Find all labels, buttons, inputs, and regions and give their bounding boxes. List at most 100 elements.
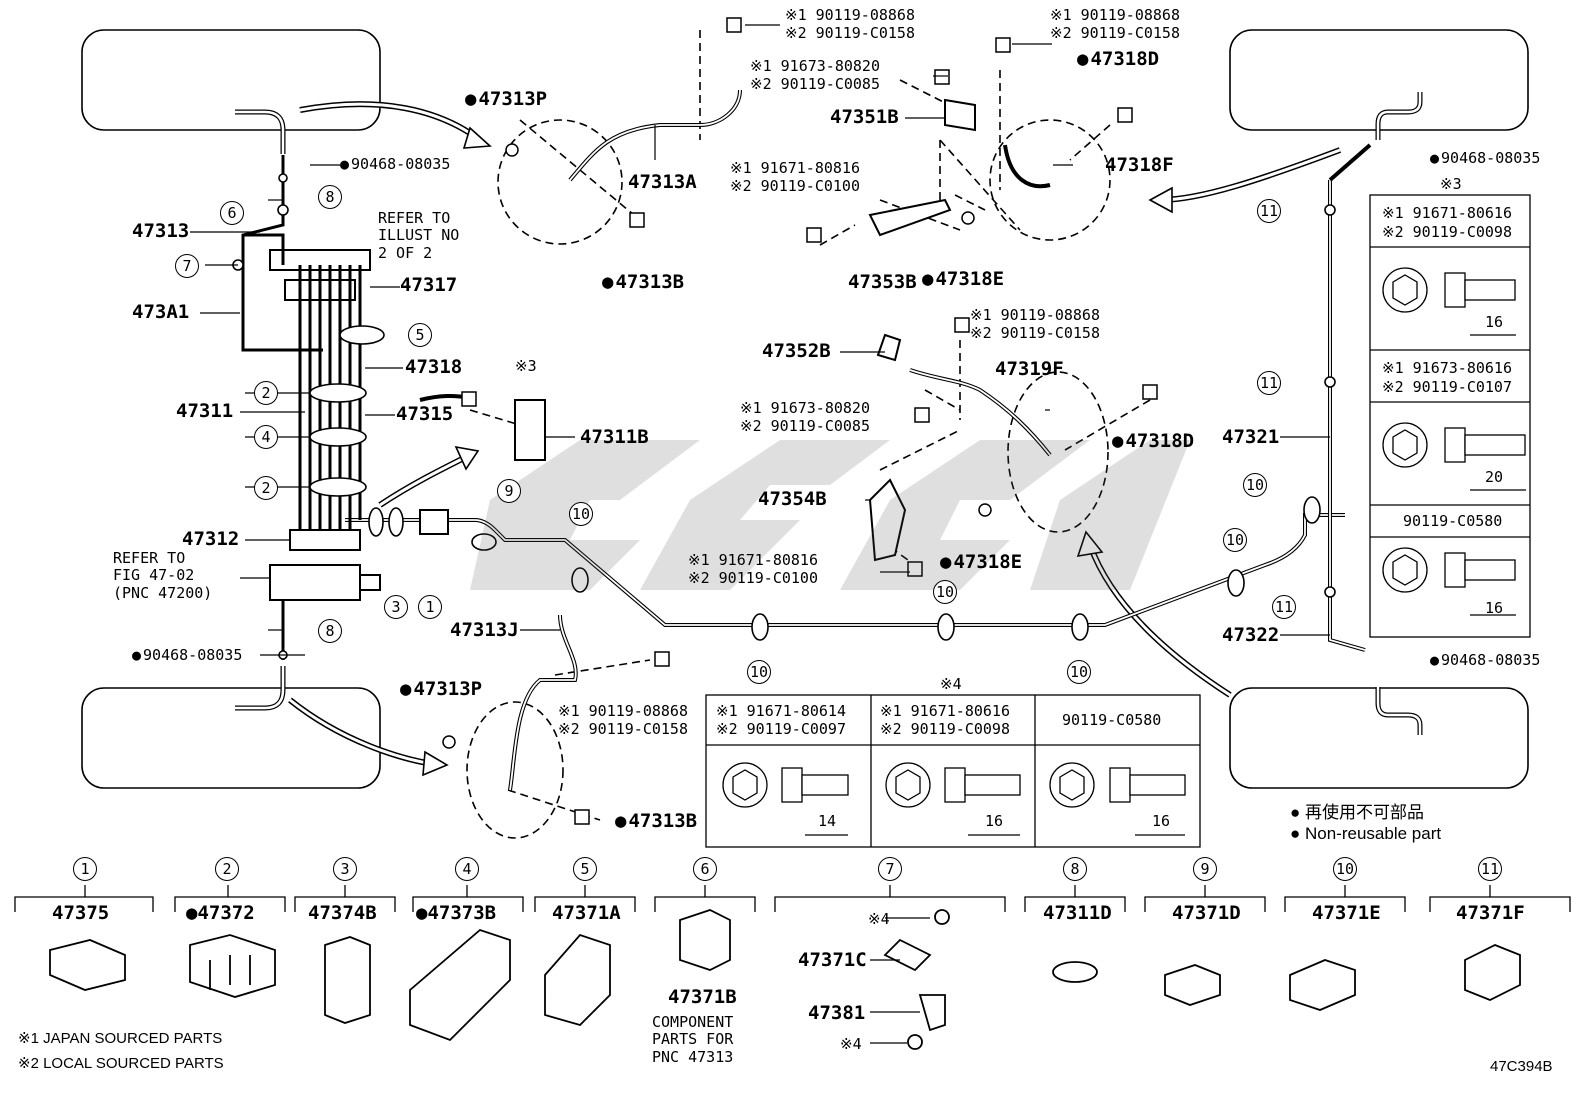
clip-part-7b: 47381: [808, 1002, 866, 1024]
bolt-d2: ※2 90119-C0158: [1050, 24, 1180, 42]
label-47352B: 47352B: [762, 340, 831, 362]
legend-non-reusable-ja: ● 再使用不可部品: [1290, 803, 1424, 822]
callout-1: 1: [418, 595, 442, 619]
clip-part-5: 47371A: [552, 902, 621, 924]
label-47313B-bot: 47313B: [615, 812, 697, 831]
clip-num-7: 7: [878, 857, 902, 881]
table4-col3-len: 16: [1152, 812, 1171, 830]
callout-4: 4: [254, 425, 278, 449]
bolt-b2: ※2 90119-C0085: [750, 75, 880, 93]
clip-part-11: 47371F: [1456, 902, 1525, 924]
clip-num-10: 10: [1333, 857, 1357, 881]
clip-num-11: 11: [1478, 857, 1502, 881]
label-47318F: 47318F: [1105, 154, 1174, 176]
clip-part-10: 47371E: [1312, 902, 1381, 924]
clip-part-7a: 47371C: [798, 949, 867, 971]
label-47318: 47318: [405, 356, 463, 378]
table4-frame: [705, 694, 1201, 848]
table3-row1-len: 16: [1485, 313, 1504, 331]
callout-10-a: 10: [569, 502, 593, 526]
table4-col2-l2: ※2 90119-C0098: [880, 720, 1010, 738]
label-47311B: 47311B: [580, 426, 649, 448]
label-47318E-top: 47318E: [922, 270, 1004, 289]
clip-part-4: ●47373B: [416, 902, 497, 924]
clip-part-1: 47375: [52, 902, 110, 924]
callout-10-b: 10: [933, 580, 957, 604]
table3-row2-l1: ※1 91673-80616: [1382, 359, 1512, 377]
label-47354B: 47354B: [758, 488, 827, 510]
callout-8-top: 8: [318, 185, 342, 209]
label-47313: 47313: [132, 220, 190, 242]
clip-num-2: 2: [215, 857, 239, 881]
clip7-mark-bot: ※4: [840, 1035, 862, 1053]
bolt-h1: ※1 90119-08868: [558, 702, 688, 720]
table4-col1-len: 14: [818, 812, 837, 830]
mark3-callout: ※3: [515, 357, 537, 375]
label-47322: 47322: [1222, 624, 1280, 646]
table3-row2-len: 20: [1485, 468, 1504, 486]
callout-8-bot: 8: [318, 619, 342, 643]
clip-num-3: 3: [333, 857, 357, 881]
bolt-f1: ※1 91673-80820: [740, 399, 870, 417]
table3-title: ※3: [1440, 175, 1462, 193]
table3-row3-l1: 90119-C0580: [1403, 512, 1503, 530]
diagram-id: 47C394B: [1490, 1058, 1553, 1075]
label-47313A: 47313A: [628, 171, 697, 193]
clip-num-9: 9: [1193, 857, 1217, 881]
table3-row2-l2: ※2 90119-C0107: [1382, 378, 1512, 396]
clip7-mark-top: ※4: [868, 910, 890, 928]
table4-col2-len: 16: [985, 812, 1004, 830]
callout-10-e: 10: [1223, 528, 1247, 552]
clip-num-4: 4: [455, 857, 479, 881]
clip-part-9: 47371D: [1172, 902, 1241, 924]
callout-11-c: 11: [1272, 595, 1296, 619]
clip-top-right: 90468-08035: [1430, 149, 1540, 167]
label-47319F: 47319F: [995, 358, 1064, 380]
bolt-g2: ※2 90119-C0100: [688, 569, 818, 587]
label-47313B-top: 47313B: [602, 273, 684, 292]
table4-col3-l1: 90119-C0580: [1062, 711, 1162, 729]
bolt-a2: ※2 90119-C0158: [785, 24, 915, 42]
bolt-e2: ※2 90119-C0158: [970, 324, 1100, 342]
clip-num-6: 6: [693, 857, 717, 881]
label-47318E-mid: 47318E: [940, 553, 1022, 572]
bolt-c1: ※1 91671-80816: [730, 159, 860, 177]
callout-11-b: 11: [1257, 371, 1281, 395]
wheel-box-front-left: [81, 29, 381, 131]
callout-3: 3: [384, 595, 408, 619]
clip-bot-right: 90468-08035: [1430, 651, 1540, 669]
bolt-e1: ※1 90119-08868: [970, 306, 1100, 324]
clip-top-left: 90468-08035: [340, 155, 450, 173]
label-47353B: 47353B: [848, 271, 917, 293]
clip-note-6: COMPONENT PARTS FOR PNC 47313: [652, 1013, 734, 1066]
bolt-f2: ※2 90119-C0085: [740, 417, 870, 435]
label-47317: 47317: [400, 274, 458, 296]
clip-part-2: ●47372: [186, 902, 255, 924]
callout-10-d: 10: [1067, 660, 1091, 684]
table4-col1-l1: ※1 91671-80614: [716, 702, 846, 720]
note-local: ※2 LOCAL SOURCED PARTS: [18, 1055, 224, 1072]
callout-5: 5: [408, 323, 432, 347]
label-47312: 47312: [182, 528, 240, 550]
wheel-box-rear-left: [81, 687, 381, 789]
clip-part-3: 47374B: [308, 902, 377, 924]
bolt-d1: ※1 90119-08868: [1050, 6, 1180, 24]
clip-num-8: 8: [1063, 857, 1087, 881]
note-japan: ※1 JAPAN SOURCED PARTS: [18, 1030, 223, 1047]
callout-11-a: 11: [1257, 199, 1281, 223]
table4-col2-l1: ※1 91671-80616: [880, 702, 1010, 720]
label-47313P-bot: 47313P: [400, 680, 482, 699]
clip-num-5: 5: [573, 857, 597, 881]
callout-2-lower: 2: [254, 476, 278, 500]
callout-9: 9: [497, 479, 521, 503]
label-47313J: 47313J: [450, 619, 519, 641]
bolt-a1: ※1 90119-08868: [785, 6, 915, 24]
bolt-c2: ※2 90119-C0100: [730, 177, 860, 195]
label-473A1: 473A1: [132, 301, 190, 323]
label-47313P-top: 47313P: [465, 90, 547, 109]
table3-row1-l2: ※2 90119-C0098: [1382, 223, 1512, 241]
bolt-b1: ※1 91673-80820: [750, 57, 880, 75]
callout-2-upper: 2: [254, 381, 278, 405]
table3-row1-l1: ※1 91671-80616: [1382, 204, 1512, 222]
